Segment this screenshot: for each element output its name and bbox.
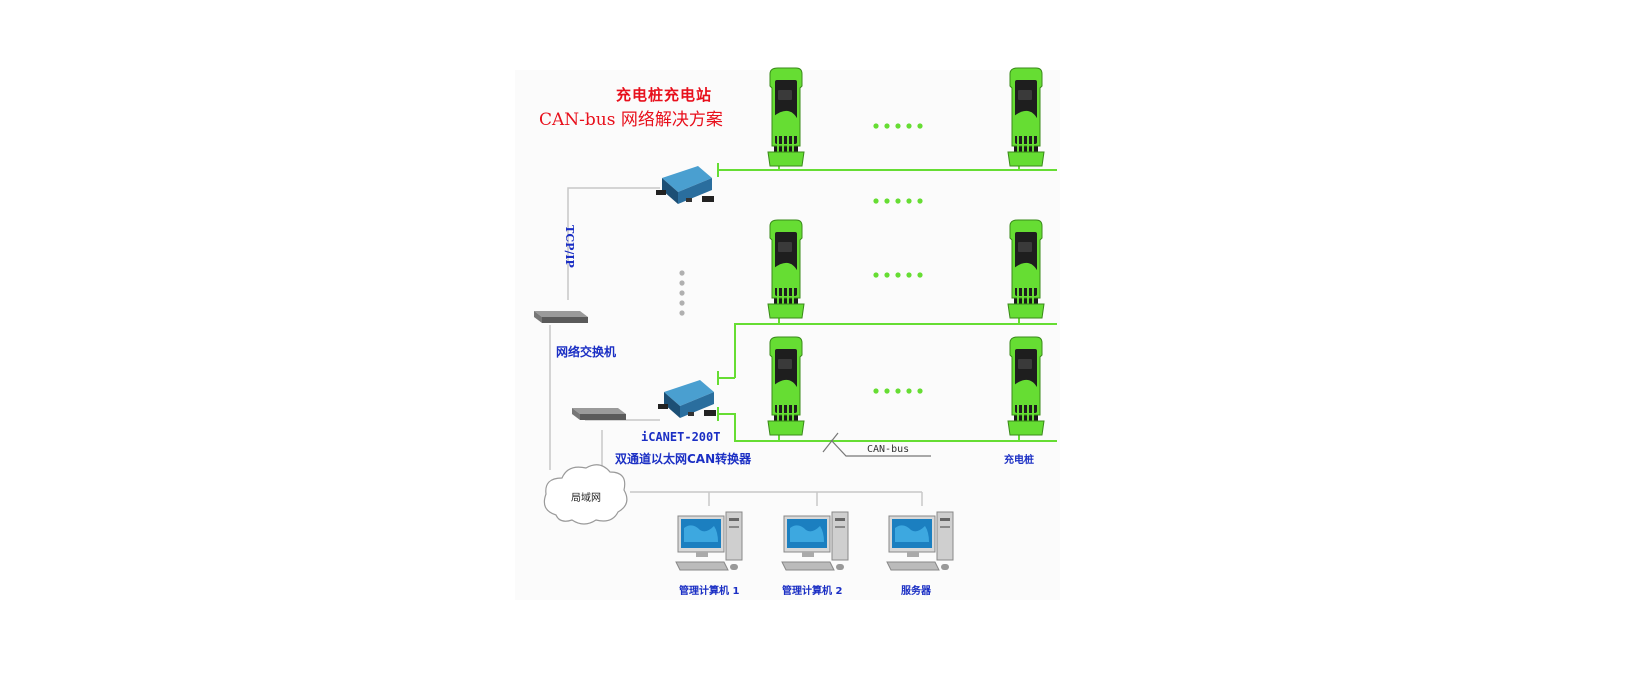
- converter-label: 双通道以太网CAN转换器: [615, 452, 752, 466]
- computer-icon: [781, 511, 849, 571]
- diagram-title: 充电桩充电站: [616, 86, 713, 104]
- pc1-label: 管理计算机 1: [679, 586, 740, 597]
- network-switch-icon: [534, 311, 588, 323]
- tcp-ip-label: TCP/IP: [562, 225, 576, 268]
- ellipsis-dots: [873, 123, 923, 394]
- charging-pile-icon: [767, 336, 805, 436]
- charging-pile-icon: [767, 219, 805, 319]
- model-label: iCANET-200T: [641, 430, 721, 444]
- converter-icon: [656, 166, 714, 204]
- vertical-ellipsis: [679, 270, 685, 316]
- canbus-pointer: [822, 432, 931, 457]
- network-switch-icon: [572, 408, 626, 420]
- can-bus-lines: [717, 160, 1057, 442]
- charging-pile-icon: [1007, 336, 1045, 436]
- pc2-label: 管理计算机 2: [782, 586, 843, 597]
- charger-label: 充电桩: [1004, 455, 1034, 466]
- charging-pile-icon: [767, 67, 805, 167]
- charging-pile-icon: [1007, 67, 1045, 167]
- server-label: 服务器: [901, 586, 931, 597]
- cloud-icon: [543, 464, 628, 525]
- computer-icon: [886, 511, 954, 571]
- lan-label: 局域网: [571, 493, 601, 504]
- converter-icon: [658, 380, 716, 418]
- switch-label: 网络交换机: [556, 345, 617, 359]
- computer-icon: [675, 511, 743, 571]
- canbus-label: CAN-bus: [867, 444, 910, 455]
- cabling: [549, 187, 923, 506]
- charging-pile-icon: [1007, 219, 1045, 319]
- diagram-subtitle: CAN-bus 网络解决方案: [539, 110, 723, 130]
